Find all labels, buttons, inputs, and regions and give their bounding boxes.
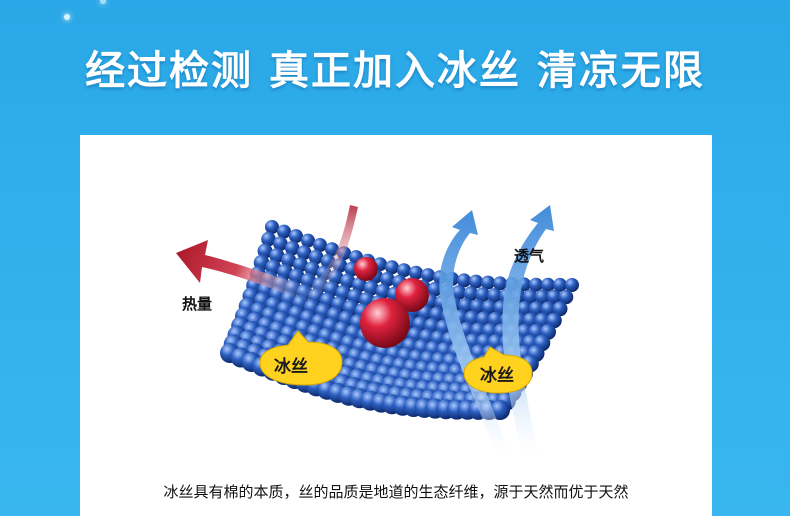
fabric-bead (304, 261, 320, 277)
fabric-bead (469, 274, 483, 289)
fabric-bead (469, 299, 485, 314)
sparkle (100, 0, 106, 4)
red-bead-icon (395, 278, 429, 312)
fabric-bead (363, 280, 379, 296)
fabric-bead (313, 238, 327, 252)
fabric-bead (523, 289, 538, 304)
heat-arrow-icon (176, 240, 310, 301)
fabric-bead (493, 276, 507, 291)
fabric-bead (487, 288, 502, 303)
fabric-bead (553, 277, 567, 292)
heat-label: 热量 (182, 295, 213, 313)
fabric-bead (481, 275, 495, 290)
fabric-bead (463, 286, 479, 301)
fabric-bead (380, 272, 395, 287)
breath-label: 透气 (514, 247, 545, 265)
fabric-bead (558, 289, 574, 305)
fabric-diagram (176, 205, 579, 465)
fabric-bead (269, 248, 285, 264)
fabric-bead (540, 301, 556, 317)
fabric-bead (451, 285, 467, 300)
fabric-bead (475, 287, 491, 302)
fabric-bead (296, 245, 312, 260)
fabric-bead (529, 277, 543, 292)
fabric-bead (457, 273, 471, 288)
fabric-bead (528, 301, 544, 317)
fabric-bead (257, 243, 273, 259)
fabric-bead (292, 257, 308, 273)
fabric-bead (552, 301, 568, 317)
fabric-bead (285, 240, 300, 256)
fabric-bead (281, 252, 297, 268)
fabric-bead (325, 242, 339, 257)
fabric-bead (385, 260, 399, 275)
fabric-bead (289, 229, 303, 244)
bubble-left (259, 330, 343, 386)
fabric-bead (409, 265, 423, 280)
page-title: 经过检测 真正加入冰丝 清凉无限 (85, 48, 705, 94)
sparkle (64, 14, 70, 20)
airflow-arrow-icon (502, 205, 554, 465)
fabric-bead (546, 289, 562, 305)
fabric-bead (397, 263, 411, 278)
heat-stream-icon (300, 205, 358, 305)
fabric-bead (261, 231, 276, 247)
fabric-bead (265, 220, 279, 234)
bubble-right (463, 346, 533, 394)
bubble-left-label: 冰丝 (274, 357, 308, 377)
fabric-bead (517, 301, 533, 316)
fabric-bead (481, 299, 497, 315)
diagram-panel: 热量 透气 冰丝 冰丝 冰丝具有棉的本质，丝的品质是地道的生态纤维，源于天然而优… (80, 135, 712, 516)
fabric-bead (421, 268, 435, 283)
fabric-bead (541, 277, 555, 292)
bubble-right-label: 冰丝 (480, 366, 514, 386)
caption: 冰丝具有棉的本质，丝的品质是地道的生态纤维，源于天然而优于天然 (163, 483, 629, 501)
fabric-bead (458, 298, 474, 313)
red-bead-icon (360, 298, 410, 348)
fabric-bead (301, 233, 315, 248)
fabric-bead (490, 400, 510, 420)
fabric-bead (534, 289, 550, 305)
red-bead-icon (354, 257, 378, 281)
fabric-bead (340, 273, 356, 289)
fabric-bead (277, 224, 291, 239)
fabric-bead (427, 281, 443, 297)
fabric-bead (565, 278, 579, 292)
airflow-arrow-icon (439, 210, 512, 465)
fabric-bead (308, 249, 324, 265)
fabric-bead (375, 283, 391, 299)
fabric-bead (273, 236, 288, 251)
fabric-bead (351, 277, 367, 293)
